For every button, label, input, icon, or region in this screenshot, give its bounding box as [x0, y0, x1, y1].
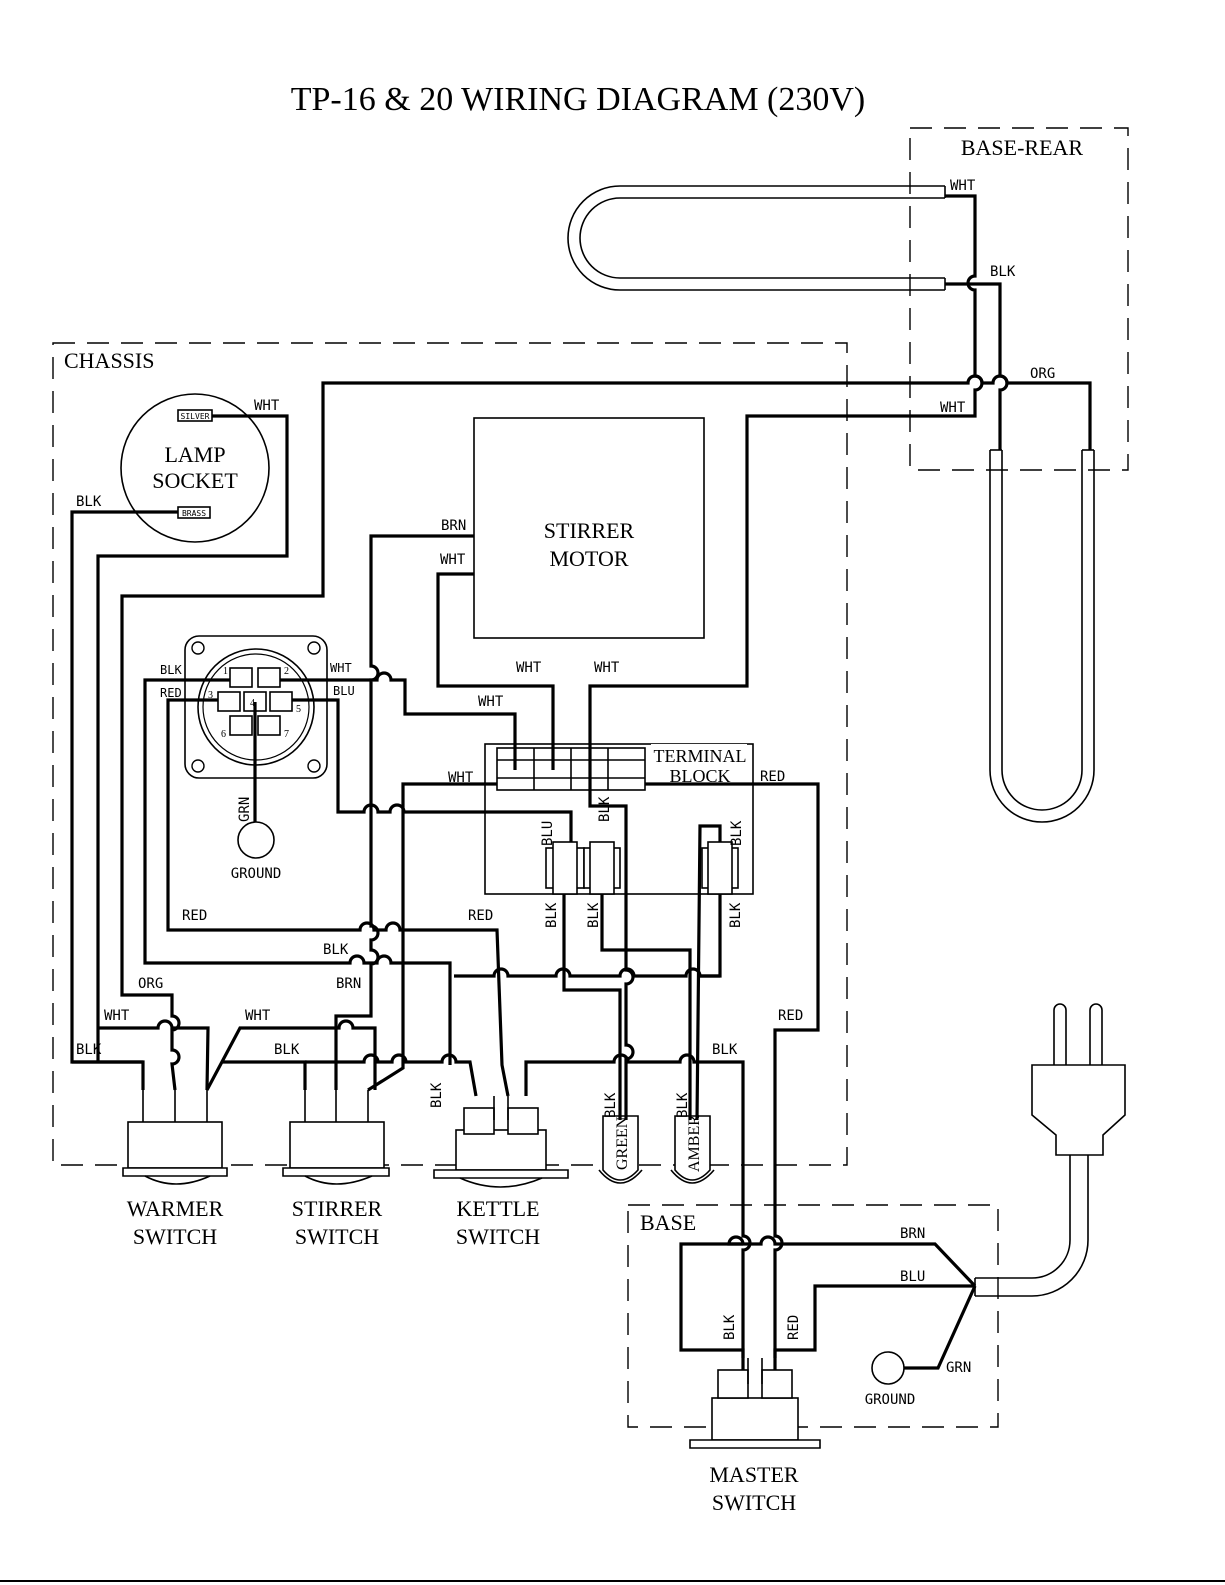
- chassis-label: CHASSIS: [64, 348, 154, 373]
- silver-terminal-label: SILVER: [181, 412, 210, 421]
- wire-label-wht-tb-c: WHT: [478, 694, 504, 710]
- terminal-block-label-2: BLOCK: [669, 766, 730, 786]
- wire-label-brn-mid: BRN: [336, 976, 361, 992]
- lamp-socket: LAMP SOCKET SILVER BRASS: [120, 393, 270, 543]
- wire-label-wht-heater-lower: WHT: [940, 400, 966, 416]
- stirrer-switch-label-2: SWITCH: [295, 1224, 379, 1249]
- wire-label-blk-tb: BLK: [597, 796, 613, 822]
- base-ground-label: GROUND: [865, 1392, 916, 1408]
- wire-label-wht-lamp: WHT: [254, 398, 280, 414]
- wire-label-wht-heater-top: WHT: [950, 178, 976, 194]
- base-ground: GROUND: [865, 1351, 916, 1408]
- base-rear-region: BASE-REAR: [909, 127, 1129, 471]
- base-rear-label: BASE-REAR: [961, 135, 1084, 160]
- wire-label-blk-fuse-2: BLK: [586, 902, 602, 928]
- base-label: BASE: [640, 1210, 696, 1235]
- pin-6-label: 6: [221, 729, 226, 740]
- wire-label-wht-motor: WHT: [440, 552, 466, 568]
- kettle-switch: KETTLE SWITCH: [433, 1096, 569, 1249]
- wire-label-blk-tb-right: BLK: [729, 820, 745, 846]
- fuse-holders: [545, 841, 739, 895]
- pin-4-label: 4: [250, 698, 255, 709]
- chassis-region: CHASSIS: [52, 342, 848, 1166]
- wire-label-red-tb-right: RED: [760, 769, 785, 785]
- wire-label-blu-base: BLU: [900, 1269, 925, 1285]
- wire-label-wht-tb-left: WHT: [448, 770, 474, 786]
- wire-label-red-mid: RED: [468, 908, 493, 924]
- wire-label-grn-ground: GRN: [237, 797, 253, 822]
- brass-terminal-label: BRASS: [182, 509, 206, 518]
- lamp-socket-label-2: SOCKET: [152, 468, 238, 493]
- wire-label-wht-warmer-1: WHT: [104, 1008, 130, 1024]
- pin-1-label: 1: [223, 666, 228, 677]
- stirrer-motor-label-2: MOTOR: [549, 546, 628, 571]
- wire-label-blu-tb: BLU: [540, 821, 556, 846]
- wire-label-blk-fuse-3: BLK: [728, 902, 744, 928]
- kettle-switch-label-1: KETTLE: [456, 1196, 539, 1221]
- pin-3-label: 3: [208, 690, 213, 701]
- side-heater-element: [989, 449, 1095, 823]
- master-switch: MASTER SWITCH: [689, 1358, 821, 1515]
- power-plug: [974, 1003, 1126, 1297]
- amber-light-label: AMBER: [686, 1115, 703, 1172]
- wire-label-wht-tb-b: WHT: [594, 660, 620, 676]
- wire-label-wht-warmer-2: WHT: [245, 1008, 271, 1024]
- warmer-switch-label-2: SWITCH: [133, 1224, 217, 1249]
- amber-indicator-light: AMBER: [670, 1115, 715, 1184]
- wire-label-blk-pin1: BLK: [160, 663, 182, 677]
- wire-label-org-heater: ORG: [1030, 366, 1055, 382]
- lamp-socket-label-1: LAMP: [164, 442, 225, 467]
- wire-label-red-right: RED: [778, 1008, 803, 1024]
- pin-2-label: 2: [284, 666, 289, 677]
- wire-label-blk-lights: BLK: [712, 1042, 738, 1058]
- chassis-ground: GROUND: [231, 821, 282, 882]
- wire-label-blk-fuse-1: BLK: [544, 902, 560, 928]
- wire-label-blk-master: BLK: [722, 1314, 738, 1340]
- terminal-block-label-1: TERMINAL: [654, 746, 747, 766]
- diagram-title: TP-16 & 20 WIRING DIAGRAM (230V): [291, 81, 866, 118]
- wire-label-blk-lamp: BLK: [76, 494, 102, 510]
- wire-label-red-left: RED: [182, 908, 207, 924]
- warmer-switch: WARMER SWITCH: [122, 1090, 228, 1249]
- wire-label-blk-kettle: BLK: [429, 1082, 445, 1108]
- stirrer-motor-label-1: STIRRER: [544, 518, 635, 543]
- wire-label-wht-tb-a: WHT: [516, 660, 542, 676]
- pin-5-label: 5: [296, 704, 301, 715]
- chassis-ground-label: GROUND: [231, 866, 282, 882]
- wire-label-blu-pin5: BLU: [333, 684, 355, 698]
- kettle-switch-label-2: SWITCH: [456, 1224, 540, 1249]
- master-switch-label-1: MASTER: [709, 1462, 799, 1487]
- warmer-switch-label-1: WARMER: [127, 1196, 224, 1221]
- green-indicator-light: GREEN: [598, 1115, 643, 1184]
- wire-labels: WHT BLK ORG WHT WHT BLK BRN WHT BLK RED …: [76, 178, 1055, 1376]
- wire-label-grn-base: GRN: [946, 1360, 971, 1376]
- wire-label-blk-mid: BLK: [323, 942, 349, 958]
- wire-label-blk-amber: BLK: [675, 1092, 691, 1118]
- wire-label-org-left: ORG: [138, 976, 163, 992]
- wire-label-red-master: RED: [786, 1315, 802, 1340]
- wire-label-red-pin3: RED: [160, 686, 182, 700]
- top-heater-element: [567, 185, 946, 291]
- master-switch-label-2: SWITCH: [712, 1490, 796, 1515]
- pin-7-label: 7: [284, 729, 289, 740]
- wire-label-wht-pin2: WHT: [330, 661, 352, 675]
- wires: [70, 194, 1092, 1370]
- stirrer-switch: STIRRER SWITCH: [282, 1090, 390, 1249]
- base-region: BASE: [627, 1204, 999, 1428]
- green-light-label: GREEN: [614, 1116, 631, 1170]
- wire-label-blk-stirrer: BLK: [274, 1042, 300, 1058]
- wire-label-brn-motor: BRN: [441, 518, 466, 534]
- stirrer-switch-label-1: STIRRER: [292, 1196, 383, 1221]
- wire-label-brn-base: BRN: [900, 1226, 925, 1242]
- wire-label-blk-heater: BLK: [990, 264, 1016, 280]
- wire-label-blk-green: BLK: [603, 1092, 619, 1118]
- wire-label-blk-warmer: BLK: [76, 1042, 102, 1058]
- stirrer-motor: STIRRER MOTOR: [473, 417, 705, 639]
